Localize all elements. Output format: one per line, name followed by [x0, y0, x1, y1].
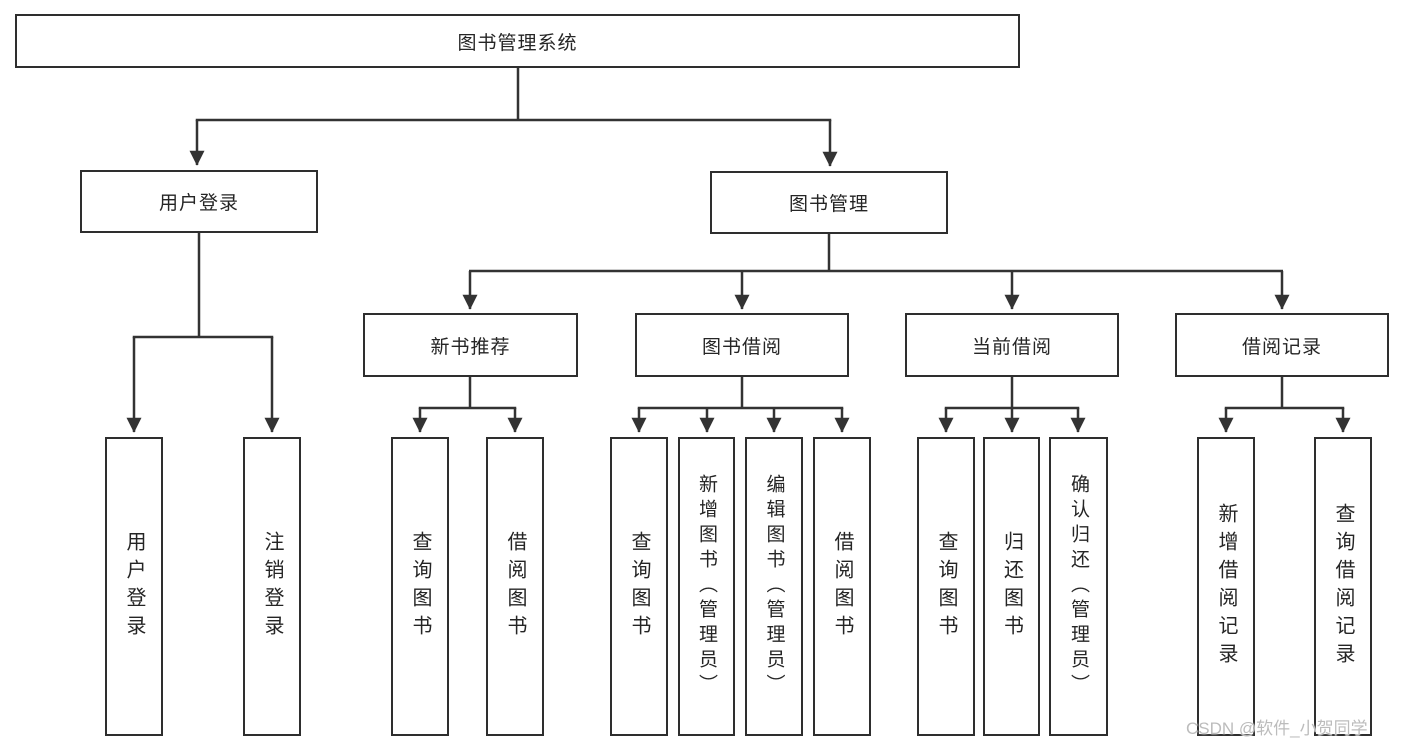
leaf-rec-borrow-books: 借阅图书: [486, 437, 544, 736]
csdn-watermark: CSDN @软件_小贺同学: [1186, 719, 1368, 738]
node-current-borrow-label: 当前借阅: [971, 336, 1052, 358]
leaf-user-login: 用户登录: [105, 437, 163, 736]
leaf-bb-add-books-admin-label: 新增图书（管理员）: [696, 474, 717, 699]
leaf-cb-confirm-return-admin-label: 确认归还（管理员）: [1068, 474, 1089, 699]
leaf-cb-return-books-label: 归还图书: [1000, 530, 1023, 643]
leaf-br-query-record-label: 查询借阅记录: [1332, 502, 1354, 671]
leaf-bb-borrow-books: 借阅图书: [813, 437, 871, 736]
node-user-login-label: 用户登录: [158, 193, 239, 214]
leaf-logout: 注销登录: [243, 437, 301, 736]
node-borrow-record: 借阅记录: [1175, 313, 1389, 377]
node-book-management-label: 图书管理: [788, 194, 869, 215]
node-borrow-record-label: 借阅记录: [1241, 336, 1322, 358]
node-book-borrow: 图书借阅: [635, 313, 849, 377]
leaf-cb-query-books-label: 查询图书: [935, 530, 957, 643]
leaf-cb-return-books: 归还图书: [983, 437, 1040, 736]
node-new-book-recommend-label: 新书推荐: [430, 336, 511, 358]
leaf-bb-add-books-admin: 新增图书（管理员）: [678, 437, 735, 736]
node-new-book-recommend: 新书推荐: [363, 313, 578, 377]
node-root-label: 图书管理系统: [457, 32, 578, 54]
leaf-bb-edit-books-admin: 编辑图书（管理员）: [745, 437, 803, 736]
leaf-bb-query-books-label: 查询图书: [628, 530, 650, 643]
leaf-logout-label: 注销登录: [261, 530, 283, 643]
leaf-rec-query-books-label: 查询图书: [409, 530, 431, 643]
node-user-login: 用户登录: [80, 170, 318, 233]
leaf-user-login-label: 用户登录: [123, 530, 145, 643]
leaf-rec-query-books: 查询图书: [391, 437, 449, 736]
leaf-br-add-record-label: 新增借阅记录: [1215, 502, 1237, 671]
leaf-cb-confirm-return-admin: 确认归还（管理员）: [1049, 437, 1108, 736]
node-current-borrow: 当前借阅: [905, 313, 1119, 377]
node-book-management: 图书管理: [710, 171, 948, 234]
leaf-br-add-record: 新增借阅记录: [1197, 437, 1255, 736]
leaf-rec-borrow-books-label: 借阅图书: [504, 530, 526, 643]
leaf-bb-query-books: 查询图书: [610, 437, 668, 736]
node-root: 图书管理系统: [15, 14, 1020, 68]
leaf-bb-edit-books-admin-label: 编辑图书（管理员）: [763, 474, 785, 699]
leaf-br-query-record: 查询借阅记录: [1314, 437, 1372, 736]
node-book-borrow-label: 图书借阅: [701, 336, 782, 358]
leaf-cb-query-books: 查询图书: [917, 437, 975, 736]
leaf-bb-borrow-books-label: 借阅图书: [831, 530, 853, 643]
